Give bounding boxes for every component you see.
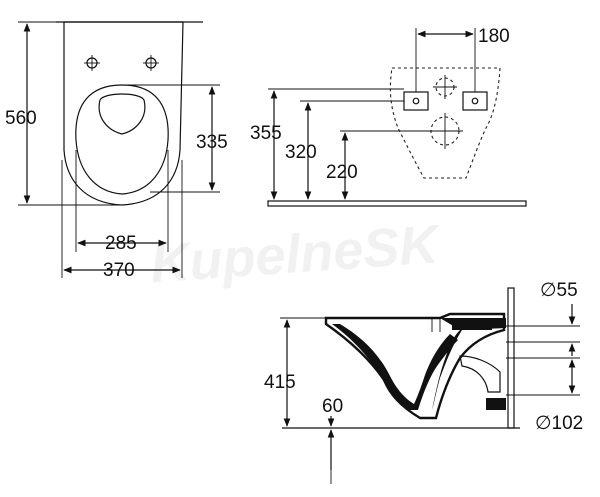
dim-outer-width: 370	[103, 260, 135, 281]
mount-bolt-right	[462, 91, 488, 111]
dim-inner-width: 285	[105, 233, 137, 254]
dim-bottom-offset: 60	[322, 396, 343, 417]
front-bolt-left	[84, 55, 100, 71]
dim-height-upper: 355	[250, 123, 282, 144]
dim-outlet-diameter: ∅102	[535, 413, 583, 434]
outlet-circle	[427, 113, 463, 149]
dim-side-height: 415	[264, 372, 296, 393]
watermark-text: KupelneSK	[149, 214, 445, 294]
front-bolt-right	[143, 55, 159, 71]
floor-line-top	[267, 200, 527, 207]
front-bowl-outline	[63, 21, 184, 206]
dim-bolt-spacing: 180	[478, 26, 510, 47]
dim-height-total: 560	[5, 108, 37, 129]
front-seat-outline	[75, 84, 169, 195]
dim-inlet-diameter: ∅55	[540, 280, 578, 301]
wall-outline-dashed	[389, 67, 501, 179]
dim-height-bolts: 320	[285, 142, 317, 163]
dim-height-outlet: 220	[326, 162, 358, 183]
wall-mount-view: 180 355 320 220	[250, 26, 527, 207]
side-view: 415 60 ∅55 ∅102	[264, 280, 583, 484]
dim-seat-height: 335	[196, 132, 228, 153]
front-view: 560 335 285 370	[5, 21, 228, 281]
mount-bolt-left	[403, 91, 429, 111]
inlet-circle	[433, 75, 457, 99]
side-bowl-outline	[324, 312, 506, 420]
